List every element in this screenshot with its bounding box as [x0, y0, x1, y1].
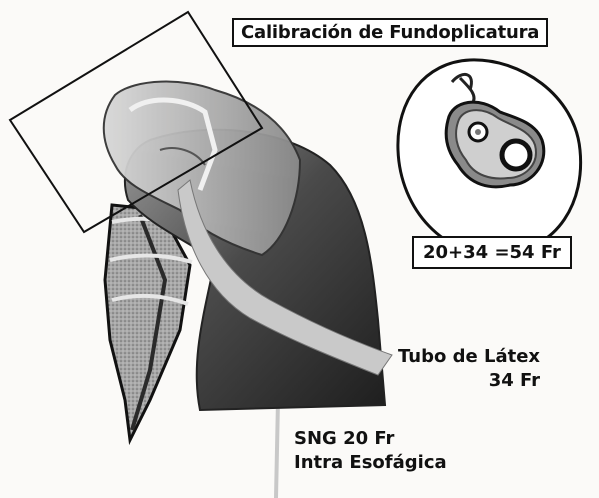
figure-title: Calibración de Fundoplicatura	[232, 18, 548, 47]
sng-tube-line	[276, 400, 278, 498]
sng-label-line1: SNG 20 Fr	[294, 427, 447, 451]
calibration-equation: 20+34 =54 Fr	[412, 236, 572, 269]
latex-tube-lumen	[502, 141, 530, 169]
sng-label: SNG 20 Fr Intra Esofágica	[294, 427, 447, 475]
esophagus	[105, 205, 190, 440]
latex-tube-label: Tubo de Látex 34 Fr	[398, 345, 540, 393]
latex-tube-label-line2: 34 Fr	[398, 369, 540, 393]
latex-tube-label-line1: Tubo de Látex	[398, 345, 540, 369]
sng-label-line2: Intra Esofágica	[294, 451, 447, 475]
